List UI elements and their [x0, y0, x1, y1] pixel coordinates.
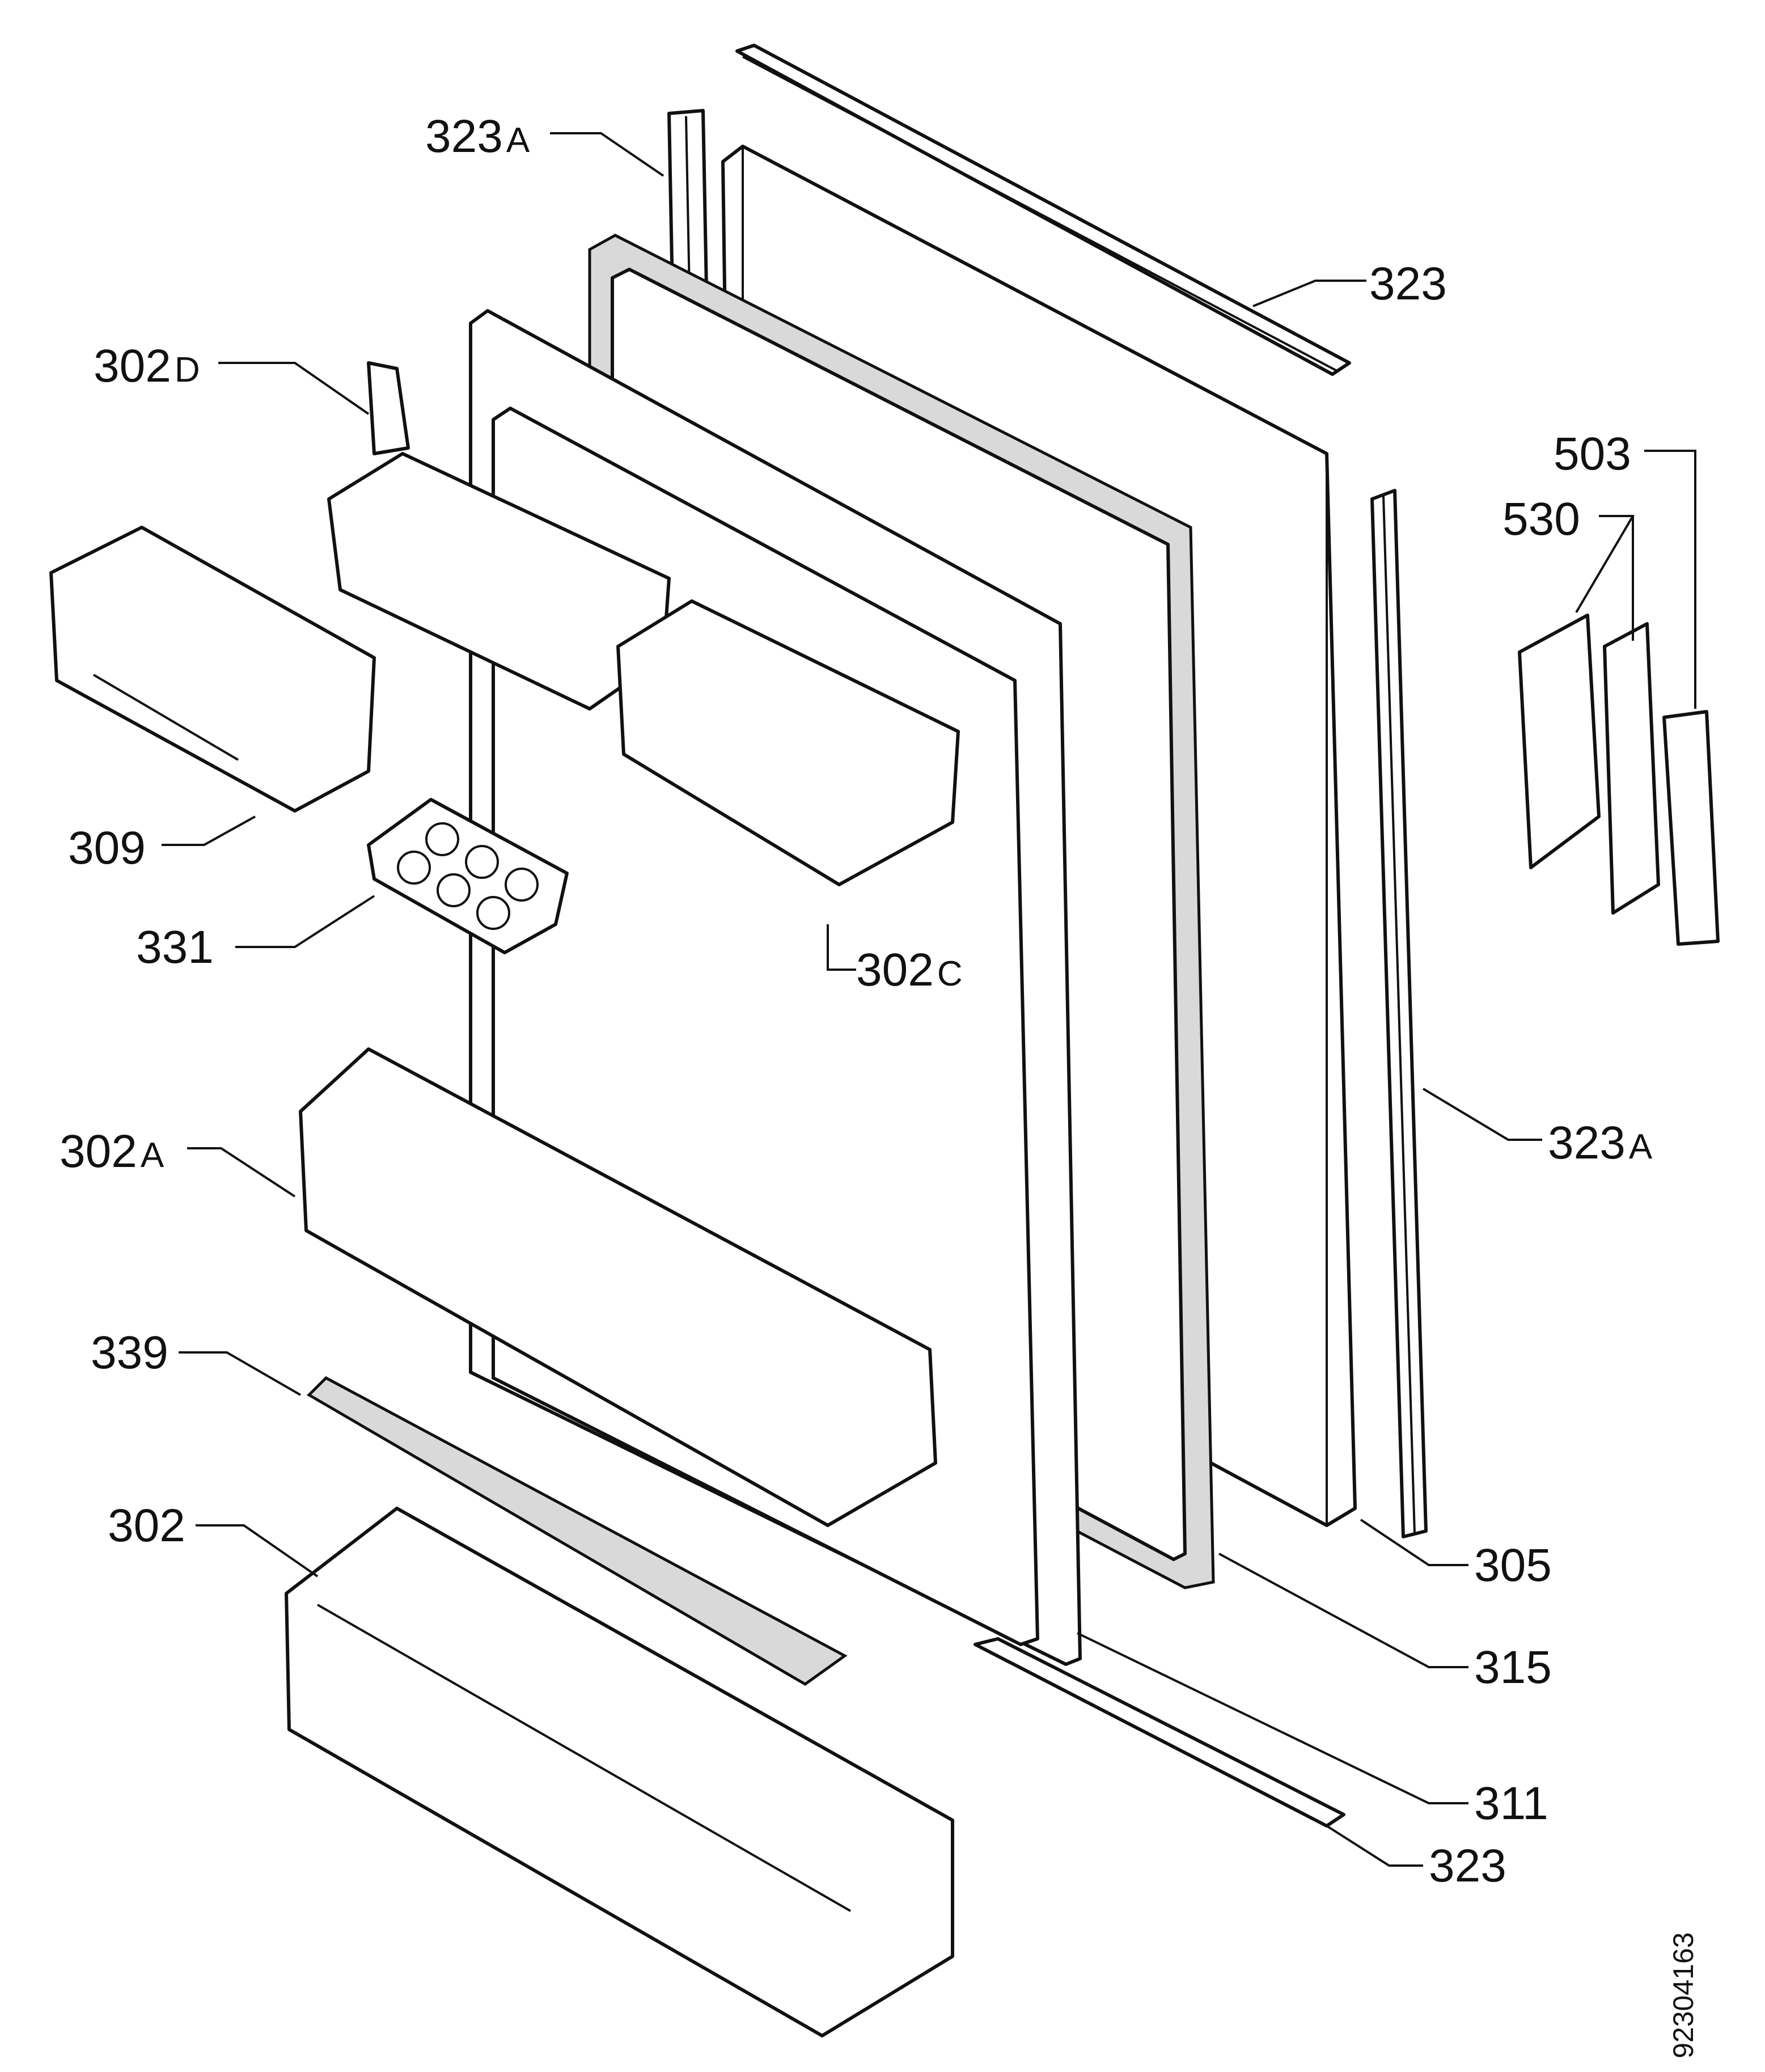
label-302a: 302A	[60, 1126, 164, 1177]
part-323-bottom-trim	[973, 1637, 1345, 1828]
leader-311	[1077, 1632, 1468, 1804]
leader-323a-right	[1422, 1088, 1542, 1141]
label-315: 315	[1474, 1642, 1552, 1693]
leader-331	[235, 895, 375, 948]
leader-530	[1599, 515, 1634, 641]
part-302-bottle-shelf	[285, 1507, 954, 2037]
label-323a-top: 323A	[425, 111, 530, 162]
label-331: 331	[136, 921, 214, 973]
part-309-dairy-box	[49, 526, 376, 813]
leader-302c	[827, 924, 856, 971]
label-323a-right: 323A	[1548, 1117, 1653, 1169]
part-339-strip	[306, 1376, 848, 1686]
drawing-code: 92304163	[1667, 1932, 1699, 2058]
label-302c: 302C	[856, 944, 963, 996]
part-331-egg-tray	[367, 798, 569, 954]
leader-323a-top	[550, 132, 664, 177]
label-530: 530	[1502, 493, 1580, 545]
leader-503	[1644, 450, 1696, 709]
label-503: 503	[1554, 428, 1631, 480]
part-503-cover	[1662, 710, 1720, 946]
label-302d: 302D	[94, 340, 200, 392]
label-309: 309	[68, 822, 146, 874]
label-339: 339	[91, 1327, 168, 1378]
part-323a-right-trim	[1370, 489, 1428, 1538]
leader-302a	[187, 1147, 296, 1198]
label-305: 305	[1474, 1540, 1552, 1591]
label-323-top: 323	[1369, 258, 1447, 310]
part-530-hinge	[1518, 614, 1660, 915]
leader-315	[1218, 1553, 1468, 1668]
leader-323-top	[1252, 280, 1366, 307]
leader-302d	[218, 362, 370, 415]
leader-309	[162, 815, 256, 846]
leader-323-bottom	[1326, 1825, 1423, 1867]
label-323-bottom: 323	[1429, 1840, 1506, 1892]
part-323-top-trim	[735, 44, 1351, 376]
part-302d-door-shelf	[327, 361, 671, 711]
leader-339	[179, 1351, 301, 1396]
label-311: 311	[1474, 1778, 1548, 1829]
part-302c-door-shelf	[616, 599, 960, 886]
leader-305	[1360, 1519, 1468, 1566]
leader-530-b	[1575, 515, 1634, 614]
leader-302	[196, 1524, 319, 1578]
label-302: 302	[108, 1500, 185, 1551]
part-302a-door-shelf	[299, 1047, 937, 1527]
